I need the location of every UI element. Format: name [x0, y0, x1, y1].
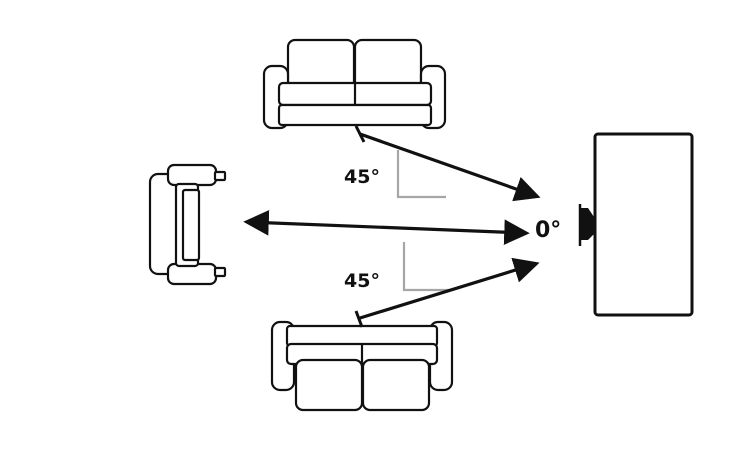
sightline-top-arrow	[354, 125, 541, 202]
center-angle-label: 0°	[535, 218, 561, 243]
angle-guide-top	[396, 150, 446, 199]
sightline-bottom-arrow	[354, 257, 540, 328]
sightline-center-arrow	[243, 210, 530, 245]
angle-guide-bottom	[402, 242, 452, 292]
sofa-icon	[270, 320, 454, 412]
tv-icon	[578, 132, 694, 317]
armchair-icon	[148, 163, 227, 286]
top-angle-label: 45°	[344, 166, 380, 188]
bottom-angle-label: 45°	[344, 270, 380, 292]
sofa-icon	[262, 38, 447, 130]
